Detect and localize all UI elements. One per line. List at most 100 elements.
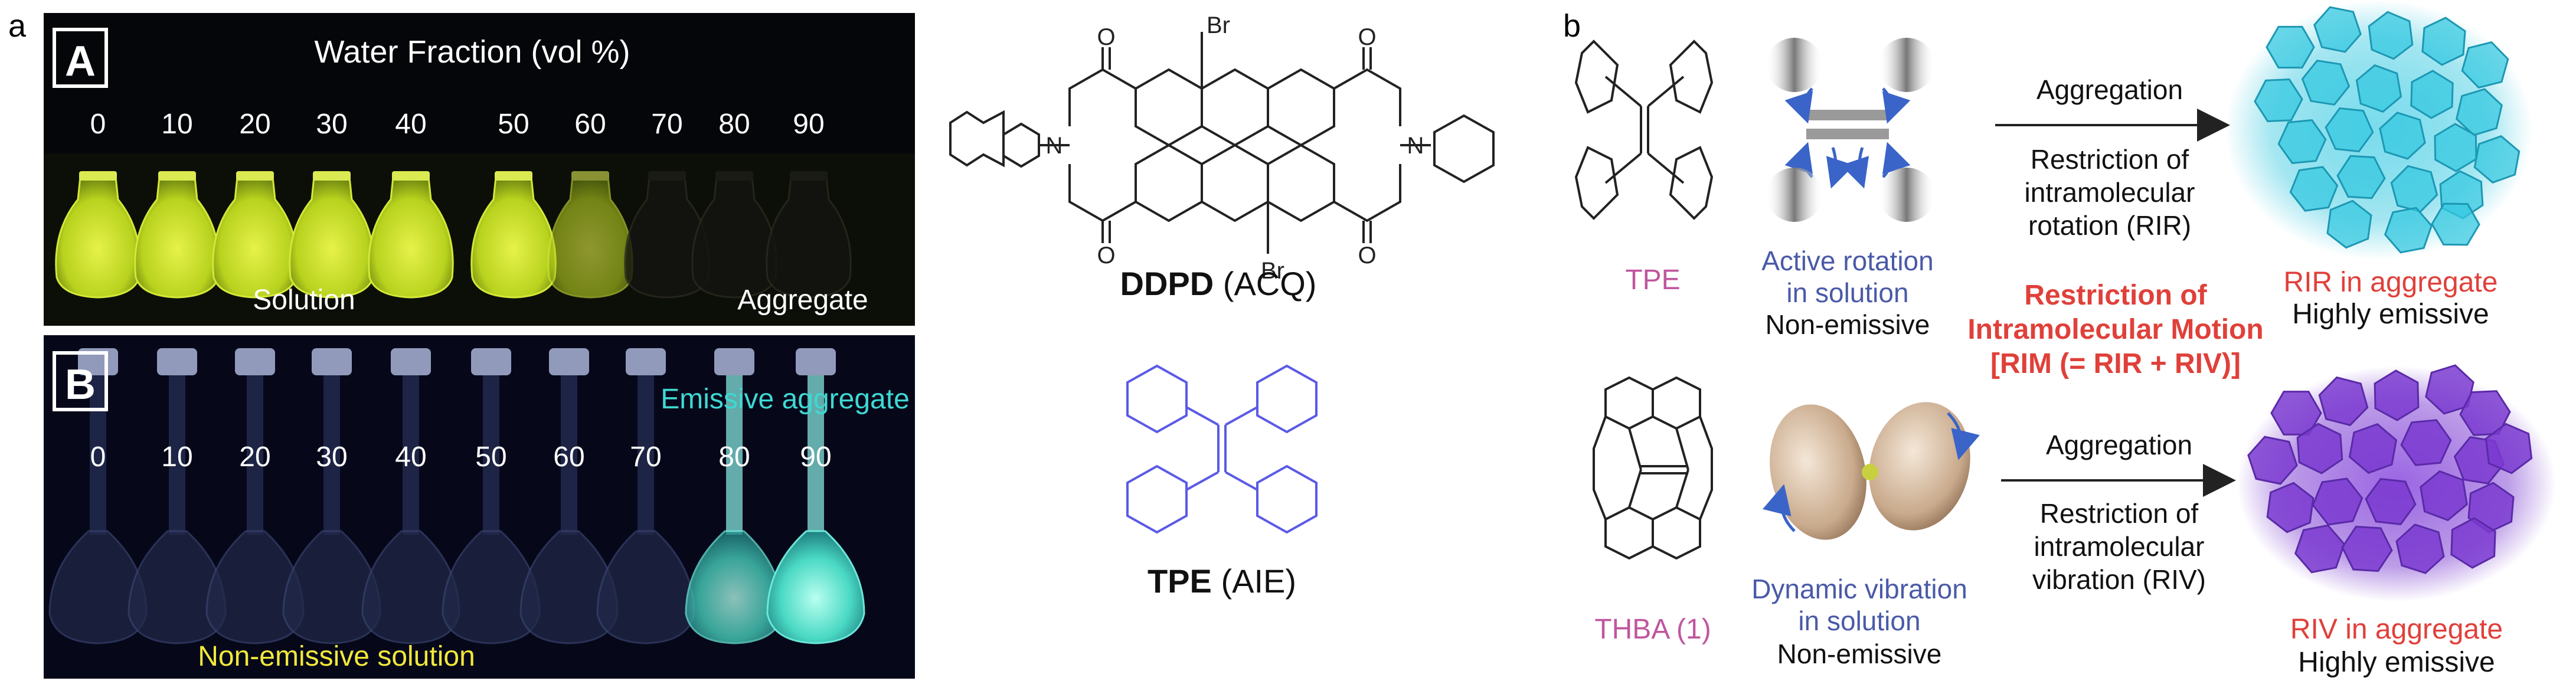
purple-hexagon <box>2318 376 2369 427</box>
purple-hexagon <box>2395 523 2445 574</box>
photo-a-badge <box>53 28 108 88</box>
thba-molecule-label: THBA (1) <box>1594 614 1711 645</box>
purple-hexagon <box>2365 478 2417 525</box>
cyan-hexagon <box>2277 119 2327 164</box>
solution-label: Solution <box>253 284 355 316</box>
fraction-label-a: 30 <box>316 109 347 140</box>
cyan-hexagon <box>2313 6 2362 53</box>
flask-a <box>691 171 777 299</box>
fraction-label-a: 40 <box>395 109 426 140</box>
cyan-hexagon <box>2410 70 2454 119</box>
purple-hexagon <box>2294 524 2346 574</box>
tpe-molecule-label: TPE <box>1625 264 1680 296</box>
purple-hexagon <box>2485 423 2533 474</box>
riv-aggregate-illustration <box>2237 364 2556 602</box>
purple-hexagon <box>2266 482 2315 533</box>
panel-label-a: a <box>8 8 27 44</box>
purple-hexagon <box>2247 436 2298 485</box>
ddpd-caption: DDPD (ACQ) <box>1120 265 1317 302</box>
flask-b <box>519 348 619 644</box>
ddpd-structure <box>949 32 1495 254</box>
top-highly-emissive-label: Highly emissive <box>2292 299 2489 330</box>
purple-hexagon <box>2341 525 2393 572</box>
fraction-label-b: 80 <box>718 441 750 473</box>
cyan-hexagon <box>2266 25 2315 69</box>
cyan-hexagon <box>2431 202 2480 246</box>
purple-hexagon <box>2459 390 2511 436</box>
photo-b-flasks <box>48 348 865 644</box>
flask-b <box>685 348 784 644</box>
flask-a <box>368 171 454 299</box>
aggregate-label: Aggregate <box>737 284 868 316</box>
purple-hexagon <box>2296 423 2343 474</box>
rim-title-line3: [RIM (= RIR + RIV)] <box>1990 348 2241 379</box>
flask-b <box>766 348 865 644</box>
flask-b <box>596 348 695 644</box>
cyan-hexagon <box>2434 123 2477 172</box>
active-rotation-caption-line1: Active rotation <box>1761 245 1933 276</box>
active-rotation-caption-line2: in solution <box>1786 277 1908 308</box>
bottom-aggregation-label: Aggregation <box>2046 430 2192 460</box>
purple-hexagon <box>2348 423 2398 474</box>
rim-title-line2: Intramolecular Motion <box>1967 314 2263 345</box>
cyan-hexagon <box>2301 60 2351 106</box>
fraction-label-b: 40 <box>395 441 426 473</box>
cyan-hexagon <box>2473 135 2521 184</box>
ddpd-n-left: N <box>1046 133 1063 159</box>
rir-caption-line3: rotation (RIR) <box>2028 210 2191 241</box>
fraction-label-a: 0 <box>90 109 106 140</box>
flask-b <box>48 348 148 644</box>
photo-a-badge-text: A <box>65 38 96 85</box>
fraction-label-a: 70 <box>651 109 682 140</box>
flask-a <box>289 171 375 299</box>
flask-a <box>766 171 852 299</box>
dynamic-vibration-caption-line1: Dynamic vibration <box>1751 574 1967 604</box>
cyan-hexagon <box>2326 199 2372 249</box>
bottom-non-emissive-label: Non-emissive <box>1777 639 1942 669</box>
tpe-caption: TPE (AIE) <box>1148 562 1296 600</box>
flask-b <box>442 348 541 644</box>
ddpd-n-right: N <box>1407 133 1424 159</box>
purple-hexagon <box>2425 364 2474 415</box>
fraction-label-a: 50 <box>498 109 529 140</box>
riv-caption-line2: intramolecular <box>2034 531 2205 562</box>
thba-structure <box>1593 376 1713 560</box>
cyan-hexagon <box>2289 166 2339 212</box>
cyan-hexagon <box>2379 112 2426 160</box>
water-fraction-title: Water Fraction (vol %) <box>314 34 630 70</box>
bottom-highly-emissive-label: Highly emissive <box>2298 647 2495 678</box>
cyan-hexagon <box>2456 88 2503 136</box>
riv-caption-line1: Restriction of <box>2040 498 2199 529</box>
cyan-hexagon <box>2384 207 2433 254</box>
rim-title-line1: Restriction of <box>2024 280 2207 311</box>
ddpd-br-bottom: Br <box>1261 258 1284 284</box>
cyan-hexagon <box>2254 78 2303 123</box>
fraction-label-a: 80 <box>718 109 750 140</box>
rir-caption-line1: Restriction of <box>2031 144 2189 175</box>
emissive-aggregate-label: Emissive aggregate <box>661 384 910 415</box>
flask-b <box>128 348 227 644</box>
ddpd-o-top-left: O <box>1097 24 1115 50</box>
cyan-hexagon <box>2421 17 2466 66</box>
tpe-wireframe-structure <box>1574 40 1714 220</box>
purple-hexagon <box>2374 369 2420 421</box>
tpe-structure <box>1126 364 1318 534</box>
fraction-label-a: 90 <box>793 109 824 140</box>
fraction-label-b: 50 <box>475 441 506 473</box>
fraction-label-a: 10 <box>161 109 192 140</box>
rir-in-aggregate-label: RIR in aggregate <box>2284 267 2498 298</box>
vibration-schematic <box>1763 402 1980 540</box>
cyan-hexagon <box>2355 64 2402 113</box>
photo-b-badge <box>53 351 108 411</box>
photo-a-flasks <box>55 171 852 299</box>
fraction-label-b: 90 <box>800 441 831 473</box>
photo-b-badge-text: B <box>65 361 96 408</box>
riv-aggregate-hexagons <box>2247 364 2533 574</box>
purple-hexagon <box>2420 470 2468 522</box>
cyan-hexagon <box>2325 107 2374 153</box>
flask-b <box>205 348 305 644</box>
fraction-label-b: 70 <box>630 441 661 473</box>
